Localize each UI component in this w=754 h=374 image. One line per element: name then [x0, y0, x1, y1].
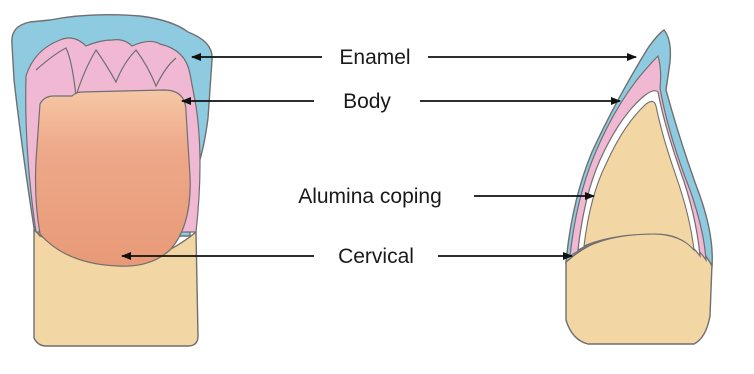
cervical-label: Cervical [338, 245, 414, 268]
body-label: Body [343, 90, 391, 113]
right-tooth-root [566, 231, 712, 344]
left-tooth-cervical-core [36, 90, 191, 266]
right-tooth-side-view [566, 30, 712, 344]
enamel-label: Enamel [339, 46, 410, 69]
alumina-coping-label: Alumina coping [298, 185, 442, 208]
left-tooth-front-view [12, 15, 212, 346]
